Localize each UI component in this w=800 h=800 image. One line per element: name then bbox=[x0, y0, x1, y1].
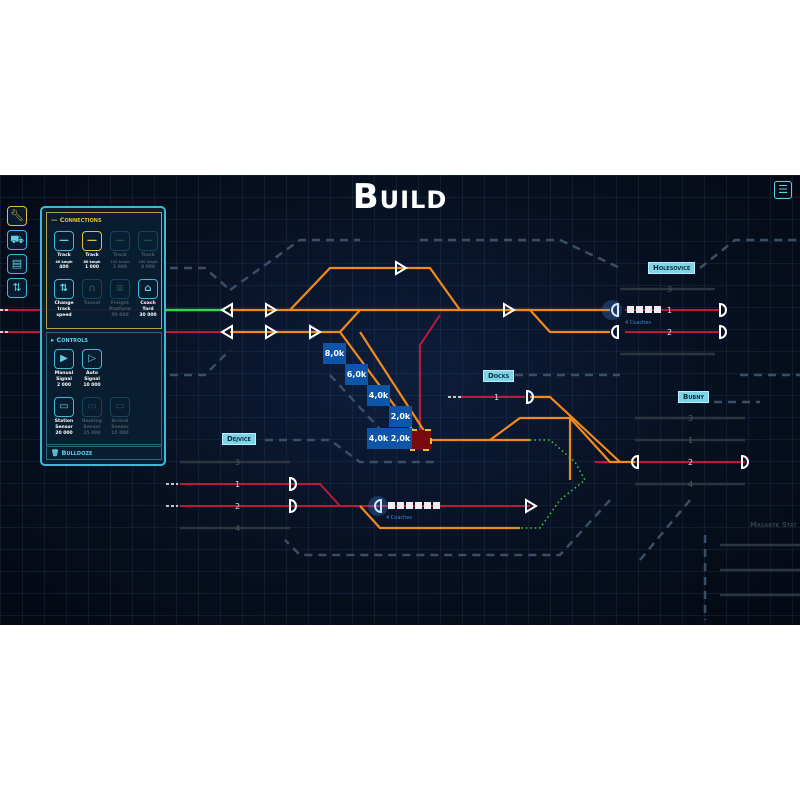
inactive-platforms bbox=[180, 287, 800, 597]
proposed-tracks bbox=[510, 439, 586, 529]
platform-number: 4 bbox=[688, 480, 693, 489]
station-label-holesovice[interactable]: Holesovice bbox=[648, 262, 696, 274]
tool-build[interactable]: 🔧︎ bbox=[7, 206, 27, 226]
platform-number: 2 bbox=[667, 328, 672, 337]
cart-icon: ⛟ bbox=[10, 233, 24, 246]
placement-cursor bbox=[410, 429, 432, 451]
tunnel-button[interactable]: ∩Tunnel bbox=[79, 279, 105, 307]
connections-header[interactable]: — Connections bbox=[51, 216, 102, 224]
signal-icon bbox=[309, 324, 322, 340]
train-top bbox=[602, 300, 661, 320]
controls-header[interactable]: ▸ Controls bbox=[51, 336, 89, 344]
station-label-docks[interactable]: Docks bbox=[483, 370, 515, 382]
cost-tile: 8,0k bbox=[323, 343, 346, 364]
buffer-icon bbox=[526, 389, 534, 405]
platform-number: 3 bbox=[235, 458, 240, 467]
signals bbox=[220, 260, 749, 514]
signal-icon bbox=[503, 302, 516, 318]
tool-book[interactable]: ▤ bbox=[7, 254, 27, 274]
station-label-dejvice[interactable]: Dejvice bbox=[222, 433, 256, 445]
station-label-bubny[interactable]: Bubny bbox=[678, 391, 710, 403]
cost-tile: 6,0k bbox=[345, 364, 368, 385]
platform-number: 2 bbox=[688, 458, 693, 467]
platform-number: 1 bbox=[667, 306, 672, 315]
list-icon: ☰ bbox=[778, 183, 788, 196]
platform-number: 3 bbox=[688, 414, 693, 423]
tool-shop[interactable]: ⛟ bbox=[7, 230, 27, 250]
game-viewport[interactable]: 1 2 1 2 1 2 3 4 3 1 4 3 4 Coaches 4 Coac… bbox=[0, 175, 800, 625]
train-label: 4 Coaches bbox=[386, 515, 412, 521]
platform-number: 1 bbox=[235, 480, 240, 489]
train-bottom bbox=[368, 496, 440, 516]
buffer-icon bbox=[611, 302, 619, 318]
buffer-icon bbox=[719, 324, 727, 340]
signal-icon bbox=[265, 324, 278, 340]
district-outlines bbox=[170, 238, 800, 620]
cost-tile: 4,0k bbox=[367, 385, 390, 406]
platform-number: 1 bbox=[494, 393, 499, 402]
wrench-icon: 🔧︎ bbox=[10, 209, 24, 222]
buffer-icon bbox=[289, 476, 297, 492]
buffer-icon bbox=[631, 454, 639, 470]
platform-number: 2 bbox=[235, 502, 240, 511]
cost-tile: 4,0k bbox=[367, 428, 390, 449]
station-label-masaryk: Masaryk Stat bbox=[750, 521, 797, 529]
buffer-icon bbox=[289, 498, 297, 514]
dead-end-markers bbox=[0, 309, 462, 507]
cost-tile: 2,0k bbox=[389, 406, 412, 427]
platform-number: 3 bbox=[667, 285, 672, 294]
trash-icon: 🗑︎ bbox=[51, 449, 60, 457]
train-label: 4 Coaches bbox=[625, 320, 651, 326]
platform-number: 4 bbox=[235, 524, 240, 533]
signal-icon bbox=[395, 260, 408, 276]
buffer-icon bbox=[719, 302, 727, 318]
tool-swap[interactable]: ⇅ bbox=[7, 278, 27, 298]
bulldoze-button[interactable]: 🗑︎ Bulldoze bbox=[46, 444, 162, 460]
signal-icon bbox=[525, 498, 538, 514]
swap-icon: ⇅ bbox=[12, 281, 22, 294]
buffer-icon bbox=[741, 454, 749, 470]
menu-button[interactable]: ☰ bbox=[774, 181, 792, 199]
signal-icon bbox=[220, 324, 233, 340]
signal-icon bbox=[220, 302, 233, 318]
platform-number: 1 bbox=[688, 436, 693, 445]
page-title: Build bbox=[352, 177, 448, 217]
cost-tile: 2,0k bbox=[389, 428, 412, 449]
buffer-icon bbox=[611, 324, 619, 340]
signal-icon bbox=[265, 302, 278, 318]
buffer-icon bbox=[374, 498, 382, 514]
book-icon: ▤ bbox=[11, 257, 23, 270]
